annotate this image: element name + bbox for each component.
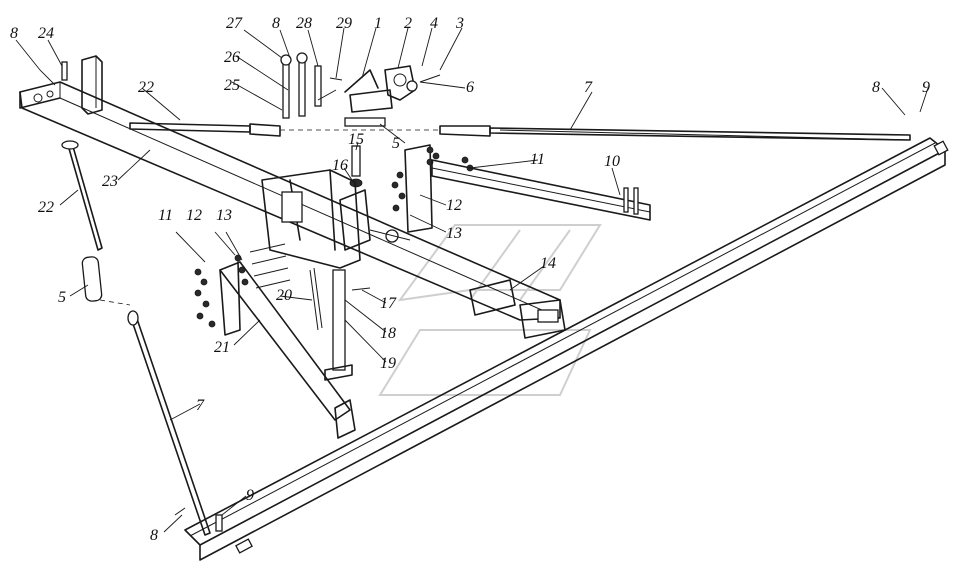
callout-label: 5	[392, 135, 400, 152]
callout-label: 9	[246, 487, 254, 504]
callout-label: 20	[276, 287, 292, 304]
callout-label: 8	[150, 527, 158, 544]
callout-label: 14	[540, 255, 556, 272]
callout-label: 4	[430, 15, 438, 32]
callout-label: 12	[186, 207, 202, 224]
callout-label: 29	[336, 15, 352, 32]
hitch-upright	[61, 55, 103, 115]
column-15	[349, 145, 363, 188]
callout-label: 13	[216, 207, 232, 224]
end-clamp	[469, 279, 566, 339]
callout-label: 7	[196, 397, 205, 414]
callout-label: 9	[922, 79, 930, 96]
callout-label: 18	[380, 325, 396, 342]
callout-label: 26	[224, 49, 240, 66]
callout-label: 8	[272, 15, 280, 32]
callout-label: 11	[530, 151, 545, 168]
callout-label: 11	[158, 207, 173, 224]
central-mast	[261, 169, 411, 269]
callout-label: 16	[332, 157, 348, 174]
callout-label: 22	[38, 199, 54, 216]
callout-label: 6	[466, 79, 474, 96]
callout-label: 28	[296, 15, 312, 32]
support-leg-21	[219, 261, 356, 439]
stand-assembly	[309, 267, 371, 381]
callout-label: 5	[58, 289, 66, 306]
callout-label: 19	[380, 355, 396, 372]
bolt-pattern-left	[194, 243, 291, 328]
callout-label: 17	[380, 295, 397, 312]
callout-label: 13	[446, 225, 462, 242]
callout-label: 24	[38, 25, 54, 42]
callout-labels: 8 24 27 8 28 29 1 2 4 3 26 25 22 6 7 8 9…	[10, 15, 930, 544]
callout-label: 3	[455, 15, 464, 32]
callout-label: 23	[102, 173, 118, 190]
diagonal-tie-rod-right	[499, 129, 911, 141]
callout-label: 1	[374, 15, 382, 32]
callout-label: 22	[138, 79, 154, 96]
callout-label: 10	[604, 153, 620, 170]
bolt-flange-right	[391, 144, 474, 233]
callout-label: 25	[224, 77, 240, 94]
left-tie-rod	[61, 140, 131, 306]
callout-label: 8	[872, 79, 880, 96]
callout-label: 27	[226, 15, 243, 32]
pins-cluster	[280, 52, 343, 119]
leader-lines	[15, 27, 929, 533]
right-arm	[431, 159, 651, 221]
callout-label: 12	[446, 197, 462, 214]
callout-label: 7	[584, 79, 593, 96]
callout-label: 15	[348, 131, 364, 148]
main-drawbar	[19, 81, 561, 321]
callout-label: 2	[404, 15, 412, 32]
callout-label: 21	[214, 339, 230, 356]
long-side-beam	[184, 137, 949, 561]
central-bracket	[344, 65, 441, 127]
lower-tie-rod	[127, 310, 223, 536]
callout-label: 8	[10, 25, 18, 42]
